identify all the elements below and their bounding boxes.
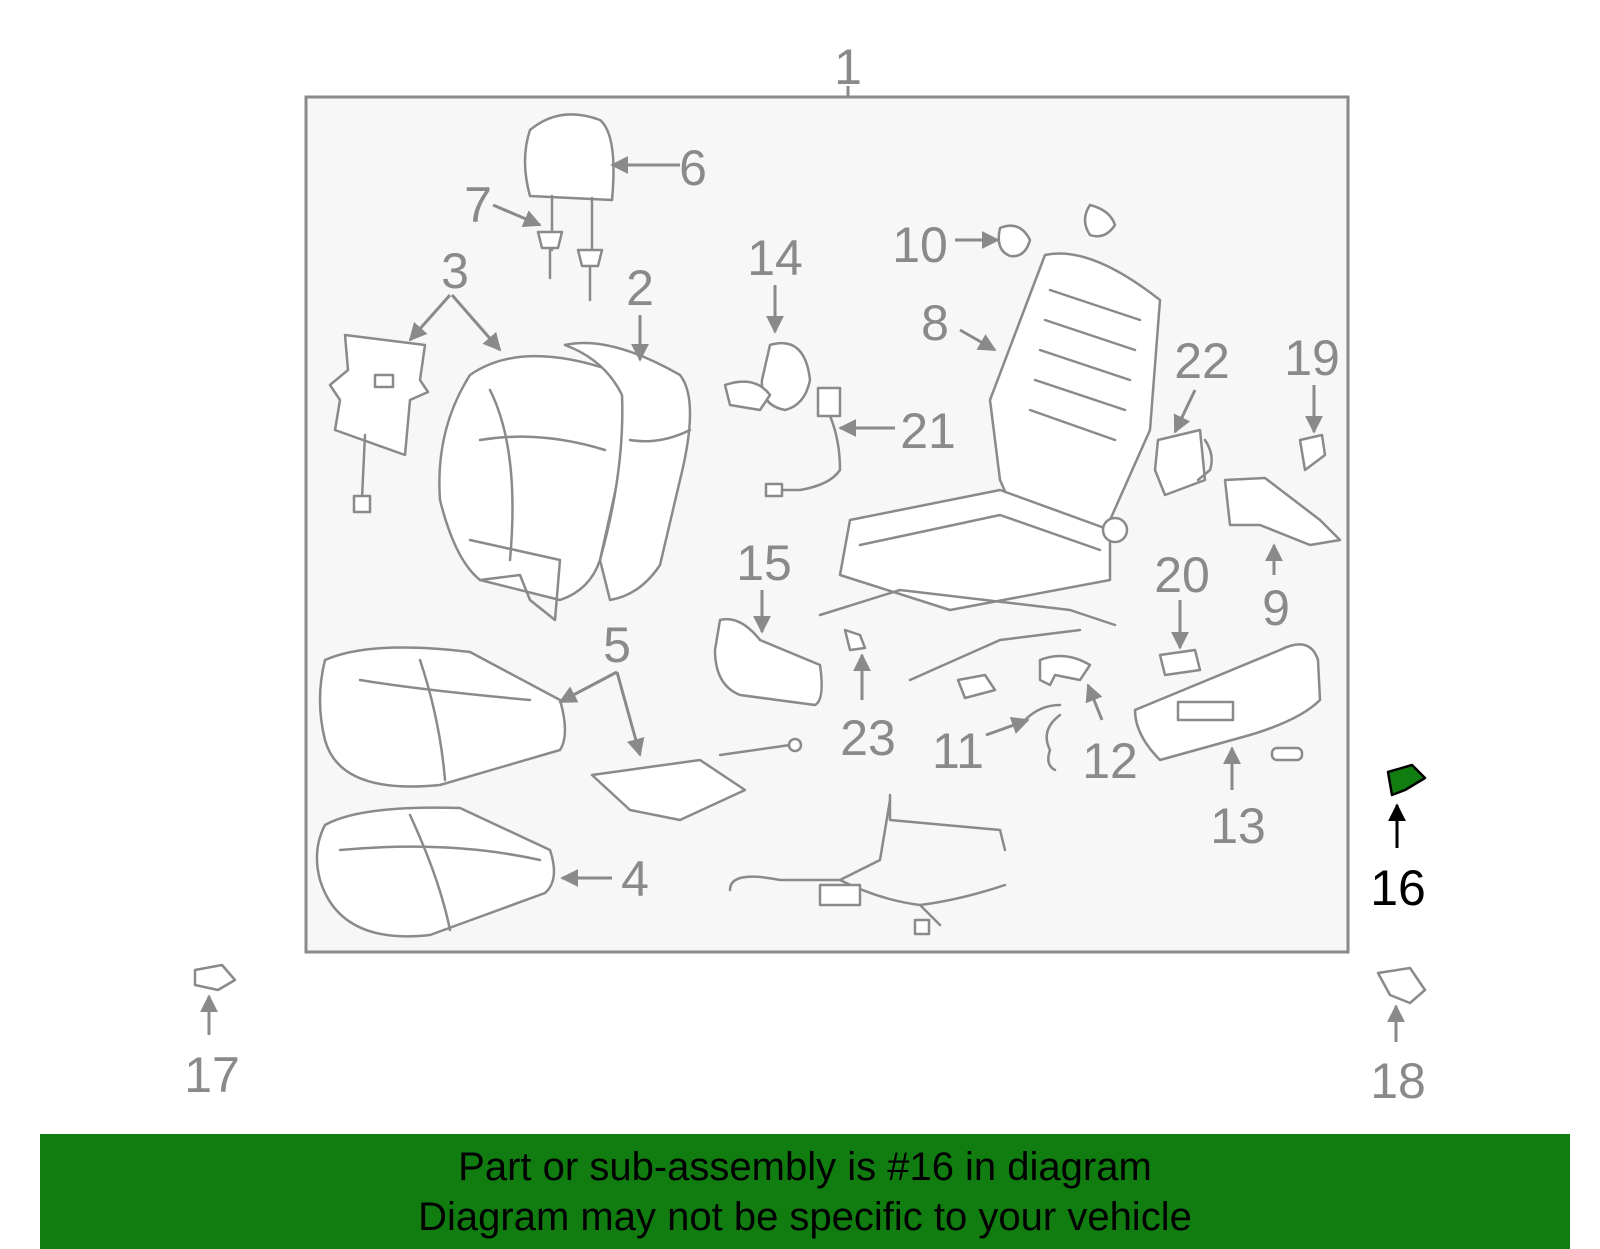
label-9: 9 [1262,580,1290,636]
wire-harness-part [728,793,1007,936]
label-21: 21 [900,403,956,459]
seatback-cover-part [438,354,627,622]
label-14: 14 [747,230,803,286]
label-18: 18 [1370,1053,1426,1109]
label-3: 3 [441,243,469,299]
outer-shield-part [1133,643,1322,762]
switch-part [1158,648,1202,677]
part-16-highlighted [1386,763,1427,797]
label-13: 13 [1210,798,1266,854]
info-banner: Part or sub-assembly is #16 in diagram D… [40,1134,1570,1249]
part-17 [193,963,237,992]
label-22: 22 [1174,333,1230,389]
label-2: 2 [626,260,654,316]
banner-line-1: Part or sub-assembly is #16 in diagram [458,1145,1152,1189]
label-12: 12 [1082,733,1138,789]
seatback-pad-part [563,341,692,602]
label-7: 7 [464,177,492,233]
seatback-board-part [328,333,430,514]
label-5: 5 [603,617,631,673]
seat-frame-part [818,252,1162,682]
label-19: 19 [1284,330,1340,386]
cushion-board-part [590,737,803,822]
clip-part [843,628,867,652]
track-cover-part [1223,476,1342,547]
label-8: 8 [921,295,949,351]
headrest-support-part [997,203,1117,258]
label-1: 1 [834,39,862,95]
banner-line-2: Diagram may not be specific to your vehi… [418,1195,1192,1239]
label-4: 4 [621,851,649,907]
belt-cover-part [723,342,812,412]
label-15: 15 [736,535,792,591]
label-20: 20 [1154,547,1210,603]
callout-pointers [200,156,1406,1042]
side-airbag-part [1153,428,1213,497]
cushion-cover-part [318,646,567,788]
part-18 [1376,966,1427,1005]
bracket-part [1298,433,1327,472]
buckle-harness-part [764,386,842,498]
headrest-guide-part [536,230,604,302]
cushion-pad-part [315,806,556,938]
label-11: 11 [932,723,984,779]
label-17: 17 [184,1047,240,1103]
callout-labels: 1 6 7 3 2 14 10 8 21 22 19 9 20 15 23 11… [184,39,1426,1109]
label-6: 6 [679,140,707,196]
label-16-highlighted: 16 [1370,860,1426,916]
lever-part [956,654,1092,772]
label-23: 23 [840,710,896,766]
inner-shield-part [713,617,823,707]
label-10: 10 [892,217,948,273]
